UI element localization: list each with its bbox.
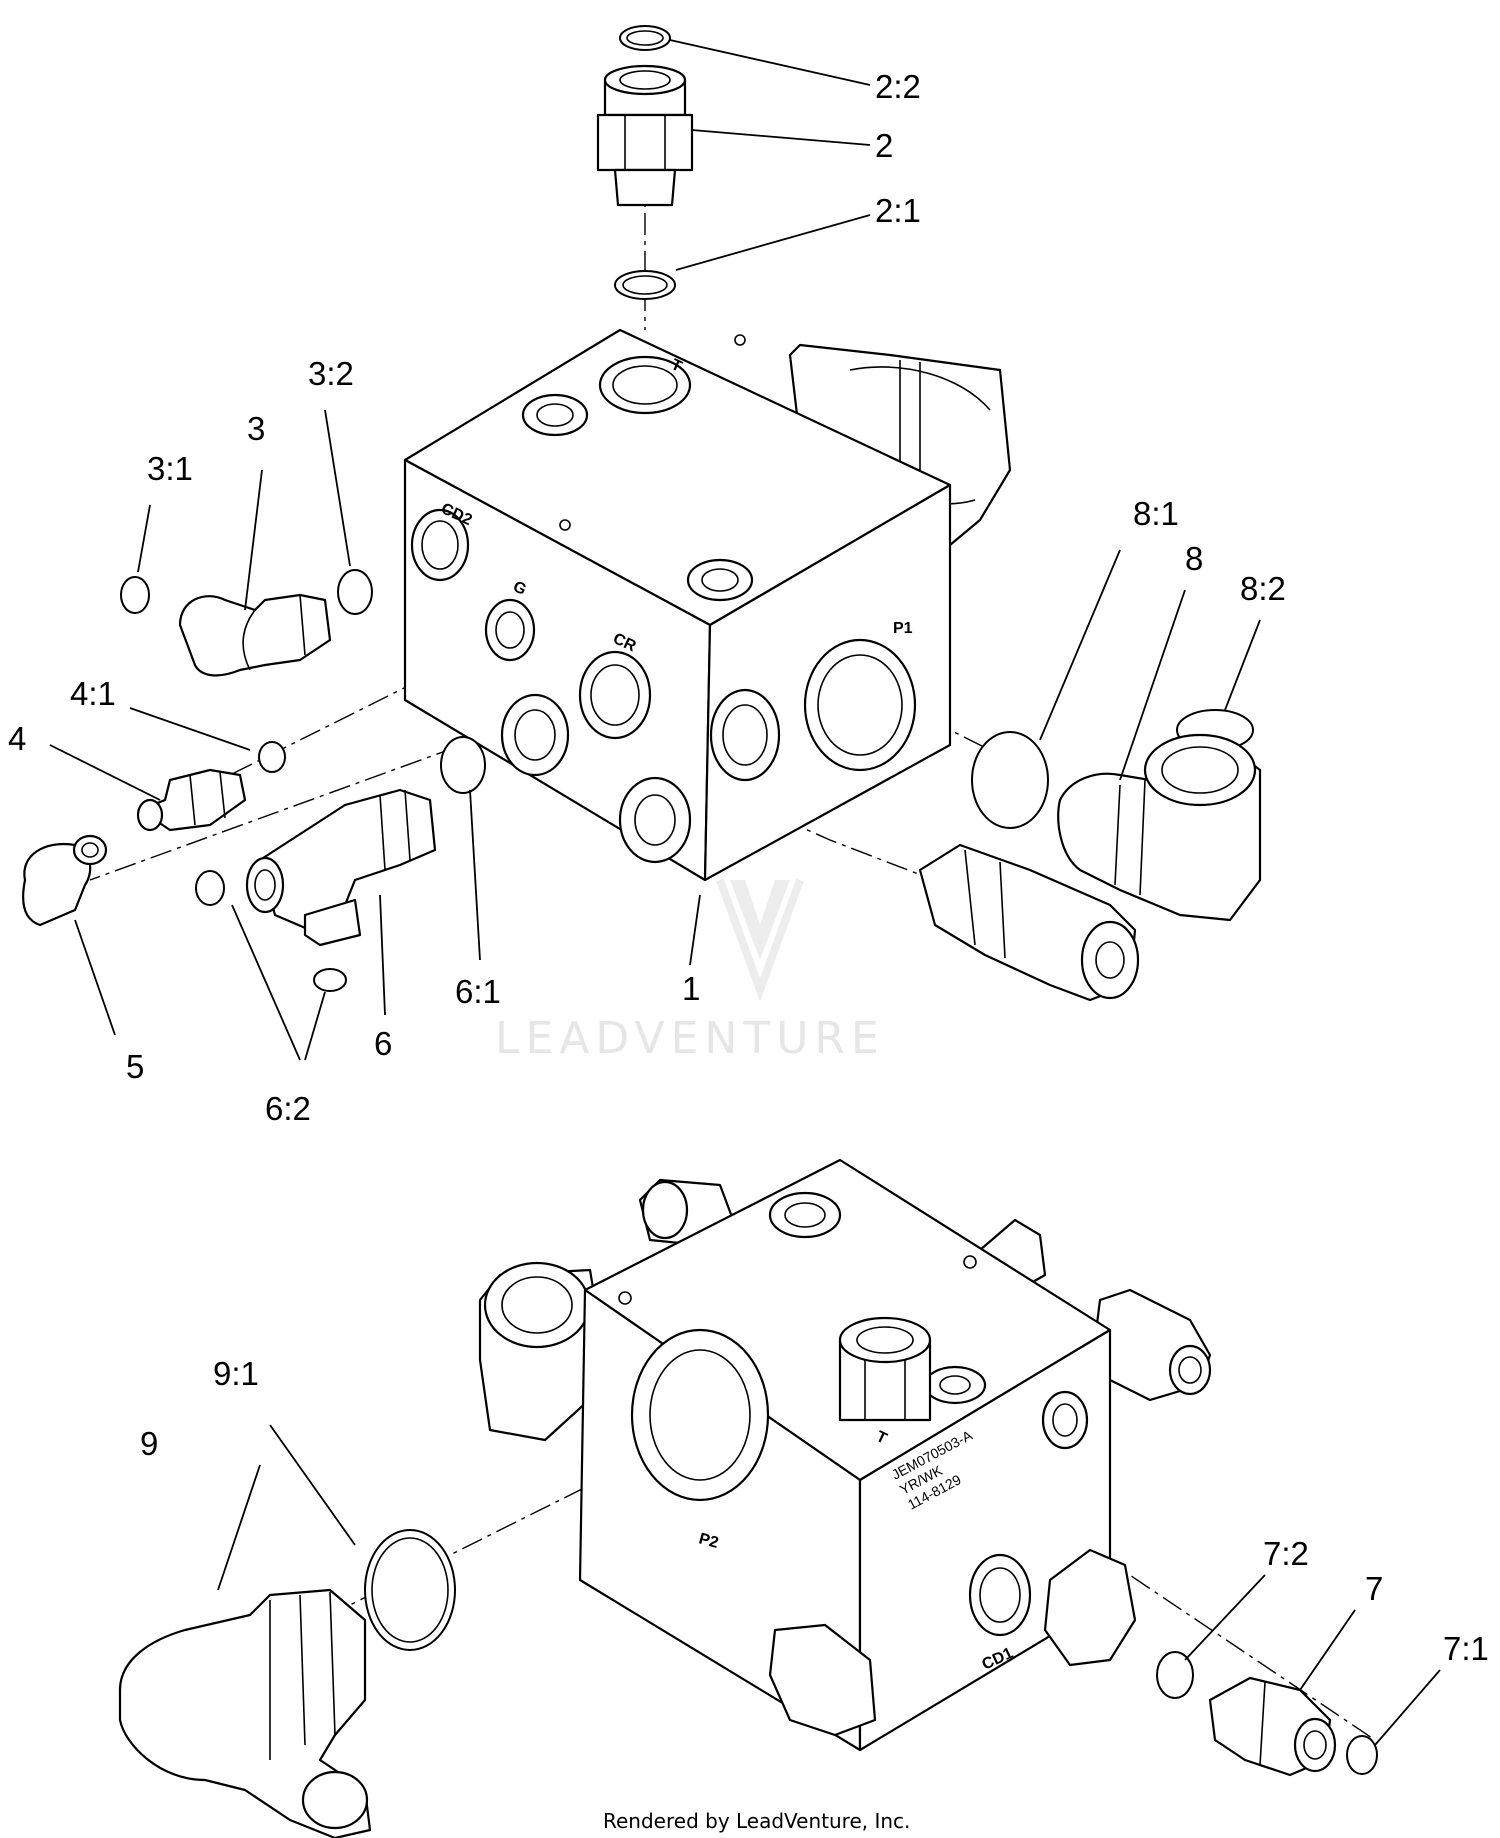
part-2-straight-connector — [596, 25, 694, 300]
plug-cap — [686, 558, 754, 602]
plug-cap — [618, 776, 692, 864]
callout-3-1: 3:1 — [147, 450, 193, 487]
o-ring-6-2 — [313, 968, 347, 992]
callout-7-2: 7:2 — [1263, 1535, 1309, 1572]
footer-credit: Rendered by LeadVenture, Inc. — [603, 1809, 910, 1833]
callout-9: 9 — [140, 1425, 158, 1462]
callout-2-1: 2:1 — [875, 192, 921, 229]
port-p2 — [630, 1328, 770, 1502]
port-cd2 — [410, 508, 470, 582]
o-ring-8-1 — [971, 731, 1049, 829]
o-ring-7-2 — [1156, 1651, 1194, 1699]
port-side — [709, 688, 781, 782]
relief-cartridge-valve — [918, 843, 1140, 1002]
o-ring-2-2 — [619, 25, 671, 51]
o-ring-6-1 — [440, 736, 486, 794]
port-label-p1: P1 — [893, 620, 913, 637]
part-4-test-coupler — [136, 741, 286, 832]
hex-plug — [768, 1623, 877, 1737]
part-7-straight-connector — [1156, 1651, 1378, 1777]
plug-cap — [500, 693, 570, 777]
lower-manifold-assembly: T P2 CD1 JEM070503-A YR/WK 114-8129 — [118, 1158, 1441, 1838]
centerline — [139, 644, 491, 821]
part-5-dust-cap — [22, 834, 108, 927]
callout-4-1: 4:1 — [70, 675, 116, 712]
port-p1 — [803, 638, 917, 772]
callout-9-1: 9:1 — [213, 1355, 259, 1392]
callout-8-2: 8:2 — [1240, 570, 1286, 607]
callout-2: 2 — [875, 127, 893, 164]
callout-6-1: 6:1 — [455, 973, 501, 1010]
watermark-text: LEADVENTURE — [495, 1013, 885, 1064]
o-ring-7-1 — [1346, 1735, 1378, 1775]
part-8-elbow-fitting — [971, 709, 1262, 922]
o-ring-4-1 — [258, 741, 286, 773]
port-label-p2: P2 — [697, 1530, 720, 1552]
callout-1: 1 — [682, 970, 700, 1007]
o-ring-3-2 — [337, 569, 373, 615]
callout-7: 7 — [1365, 1570, 1383, 1607]
callout-6: 6 — [374, 1025, 392, 1062]
upper-manifold-assembly: T CD2 G CR P1 — [22, 25, 1262, 1061]
part-3-elbow-fitting — [120, 569, 373, 677]
callout-8-1: 8:1 — [1133, 495, 1179, 532]
part-9-elbow-fitting — [118, 1529, 456, 1838]
port-cd1 — [968, 1553, 1032, 1637]
hex-plug — [1043, 1548, 1137, 1667]
centerline — [1099, 1554, 1376, 1741]
callout-7-1: 7:1 — [1443, 1630, 1489, 1667]
o-ring-3-1 — [120, 576, 150, 614]
callouts: 2:2 2 2:1 3:2 3 3:1 4:1 4 5 6 6:1 6:2 1 … — [8, 68, 1489, 1667]
port-g — [484, 598, 536, 662]
callout-3-2: 3:2 — [308, 355, 354, 392]
o-ring-9-1 — [364, 1529, 456, 1651]
callout-4: 4 — [8, 720, 26, 757]
callout-6-2: 6:2 — [265, 1090, 311, 1127]
part-6-tee-fitting — [195, 736, 486, 992]
valve-manifold-block — [403, 328, 952, 882]
o-ring-6-2 — [195, 870, 225, 906]
valve-manifold-block-lower — [578, 1158, 1137, 1752]
callout-5: 5 — [126, 1048, 144, 1085]
callout-3: 3 — [247, 410, 265, 447]
callout-8: 8 — [1185, 540, 1203, 577]
plug-cap — [521, 393, 589, 437]
callout-2-2: 2:2 — [875, 68, 921, 105]
